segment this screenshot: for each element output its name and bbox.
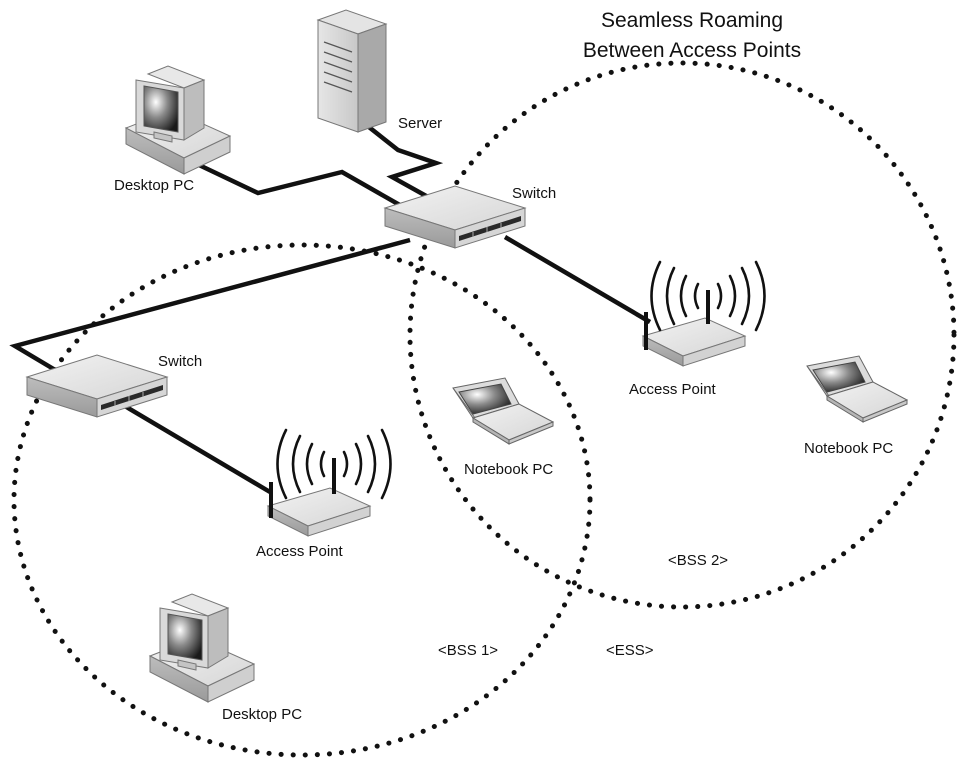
notebook-pc-label: Notebook PC <box>804 440 893 457</box>
access-point-label: Access Point <box>629 381 717 398</box>
diagram-title-line2: Between Access Points <box>583 39 801 62</box>
ess-label: <ESS> <box>606 642 654 659</box>
switch-icon <box>384 185 526 249</box>
wireless-signal-icon <box>650 260 766 332</box>
access-point-icon <box>267 458 371 537</box>
bss1-coverage-ring <box>11 242 593 758</box>
access-point-label: Access Point <box>256 543 344 560</box>
cable-switch-to-switch <box>9 237 411 382</box>
notebook-pc-icon <box>452 377 554 445</box>
desktop-pc-label: Desktop PC <box>222 706 302 723</box>
access-point-icon <box>642 290 746 367</box>
cable-server-to-switch <box>358 118 457 214</box>
cable-desktop-to-switch <box>177 152 407 210</box>
cable-switch-to-ap-left <box>116 400 272 494</box>
server-icon <box>316 9 388 133</box>
notebook-pc-label: Notebook PC <box>464 461 553 478</box>
notebook-pc-icon <box>806 355 908 423</box>
server-label: Server <box>398 115 442 132</box>
wireless-signal-icon <box>276 428 392 500</box>
bss2-label: <BSS 2> <box>668 552 728 569</box>
desktop-pc-icon <box>149 593 255 703</box>
switch-label: Switch <box>512 185 556 202</box>
bss2-coverage-ring <box>407 60 957 610</box>
cable-switch-to-ap-right <box>503 235 652 324</box>
desktop-pc-icon <box>125 65 231 175</box>
switch-label: Switch <box>158 353 202 370</box>
desktop-pc-label: Desktop PC <box>114 177 194 194</box>
bss1-label: <BSS 1> <box>438 642 498 659</box>
diagram-title-line1: Seamless Roaming <box>601 9 783 32</box>
